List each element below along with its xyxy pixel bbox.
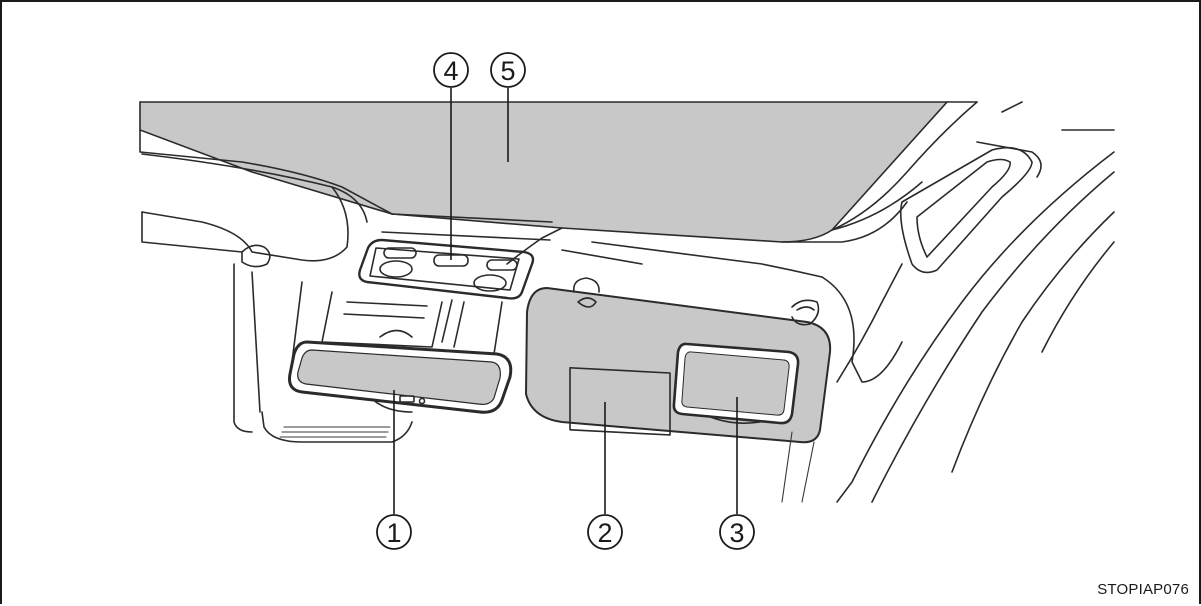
rear-view-mirror bbox=[288, 340, 513, 414]
callout-5: 5 bbox=[490, 52, 526, 88]
callout-4-label: 4 bbox=[443, 56, 458, 86]
console-button-right bbox=[486, 259, 518, 271]
callout-2-label: 2 bbox=[597, 518, 612, 548]
mirror-sensor-icon bbox=[399, 395, 415, 403]
console-button-left bbox=[383, 247, 417, 259]
callout-3: 3 bbox=[719, 514, 755, 550]
console-lamp-right bbox=[473, 274, 507, 292]
callout-3-label: 3 bbox=[729, 518, 744, 548]
callout-1-label: 1 bbox=[386, 518, 401, 548]
pillar-and-handle bbox=[781, 129, 1115, 503]
callout-2: 2 bbox=[587, 514, 623, 550]
visor-label-panel bbox=[569, 366, 671, 436]
callout-1: 1 bbox=[376, 514, 412, 550]
headliner-lines bbox=[139, 101, 1023, 383]
console-lamp-left bbox=[379, 260, 413, 278]
vanity-mirror bbox=[672, 342, 800, 425]
overhead-console bbox=[358, 238, 535, 300]
callout-4: 4 bbox=[433, 52, 469, 88]
mirror-indicator-icon bbox=[418, 397, 426, 405]
callout-5-label: 5 bbox=[500, 56, 515, 86]
figure-code: STOPIAP076 bbox=[1097, 581, 1189, 598]
